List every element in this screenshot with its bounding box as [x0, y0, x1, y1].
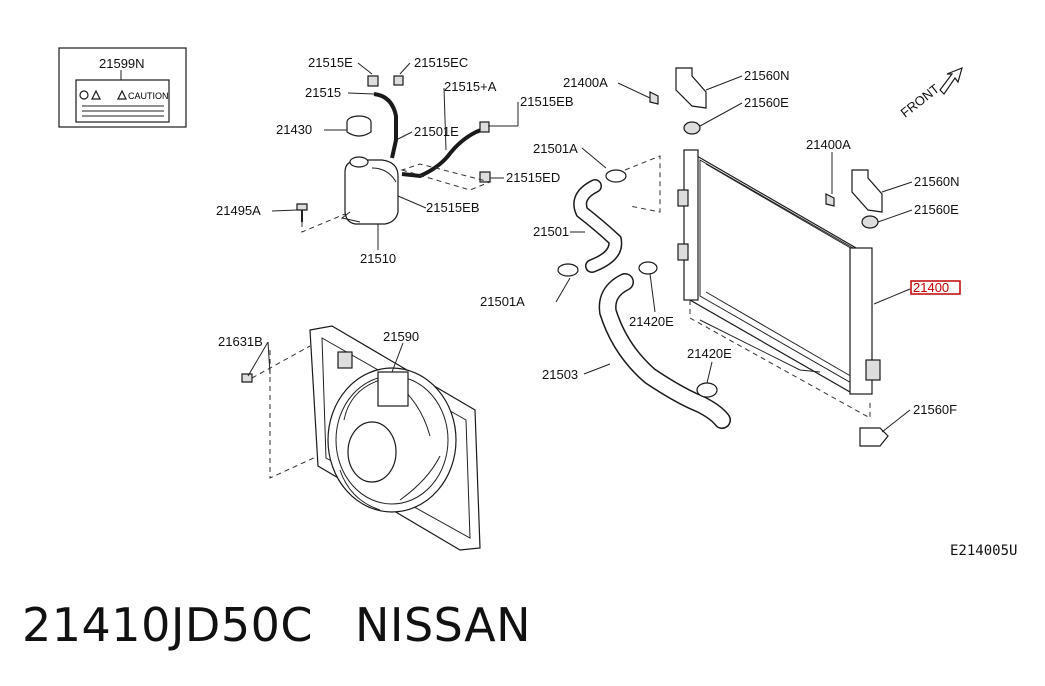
- label-21590: 21590: [383, 329, 419, 344]
- label-21599N: 21599N: [99, 56, 145, 71]
- label-21495A: 21495A: [216, 203, 261, 218]
- label-21503: 21503: [542, 367, 578, 382]
- label-front: FRONT: [898, 81, 943, 120]
- label-21515EB-bot: 21515EB: [426, 200, 480, 215]
- label-21560N-top: 21560N: [744, 68, 790, 83]
- label-21631B: 21631B: [218, 334, 263, 349]
- front-arrow: FRONT: [898, 66, 963, 120]
- label-21400: 21400: [913, 280, 949, 295]
- label-21560N-right: 21560N: [914, 174, 960, 189]
- label-21560E-right: 21560E: [914, 202, 959, 217]
- label-21510: 21510: [360, 251, 396, 266]
- highlight-box-21400: [910, 280, 961, 295]
- label-21420E-b: 21420E: [687, 346, 732, 361]
- brand-name: NISSAN: [354, 598, 532, 652]
- part-number: 21410JD50C: [22, 598, 313, 652]
- radiator-part: [677, 149, 881, 419]
- label-21400A-right: 21400A: [806, 137, 851, 152]
- label-21560E-top: 21560E: [744, 95, 789, 110]
- fan-shroud-part: [241, 325, 481, 551]
- leader-lines: [247, 62, 913, 433]
- label-21515EB-top: 21515EB: [520, 94, 574, 109]
- label-21515E: 21515E: [308, 55, 353, 70]
- label-21420E-a: 21420E: [629, 314, 674, 329]
- label-21400A-top: 21400A: [563, 75, 608, 90]
- upper-hose-part: [557, 155, 661, 277]
- label-21515A: 21515+A: [444, 79, 497, 94]
- label-21515EC: 21515EC: [414, 55, 468, 70]
- reservoir-tank-part: [296, 75, 492, 233]
- label-21560F: 21560F: [913, 402, 957, 417]
- label-21515: 21515: [305, 85, 341, 100]
- label-21501: 21501: [533, 224, 569, 239]
- label-21501E: 21501E: [414, 124, 459, 139]
- label-21515ED: 21515ED: [506, 170, 560, 185]
- diagram-code: E214005U: [950, 543, 1018, 559]
- footer: 21410JD50C NISSAN: [22, 598, 573, 652]
- caution-text: CAUTION: [128, 91, 169, 101]
- label-21430: 21430: [276, 122, 312, 137]
- lower-hose-part: [598, 261, 731, 429]
- label-21501A-top: 21501A: [533, 141, 578, 156]
- label-21501A-bot: 21501A: [480, 294, 525, 309]
- caution-label-part: 21599N CAUTION: [58, 47, 187, 128]
- brackets-part: [649, 67, 889, 447]
